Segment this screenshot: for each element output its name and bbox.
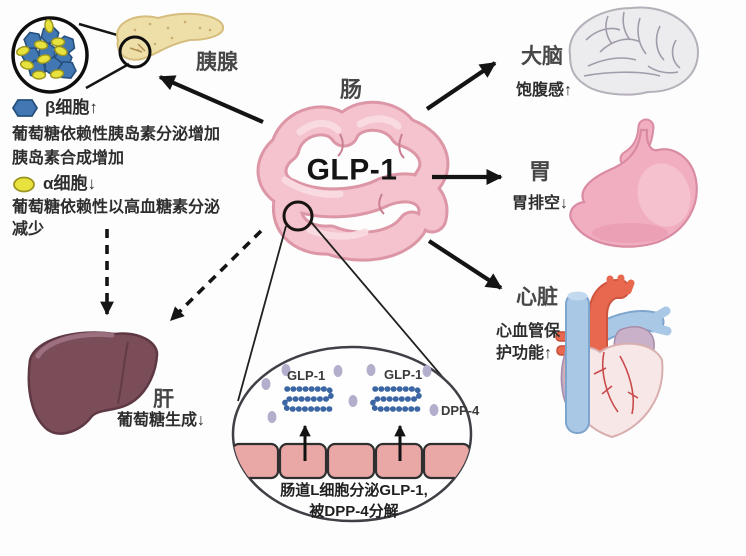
heart-effect-line2: 护功能↑ <box>496 345 553 362</box>
brain-illustration <box>568 6 700 96</box>
lcell-inset-illustration <box>231 345 473 523</box>
glp1-peptide-chain-left <box>282 386 334 412</box>
effect-arrows <box>100 61 503 322</box>
pancreas-illustration <box>116 12 225 69</box>
islet-cell-cluster-illustration <box>11 16 132 94</box>
brain-sulci <box>583 11 681 77</box>
dpp4-enzyme-dots <box>261 364 439 423</box>
arrow-to-pancreas <box>158 75 264 124</box>
heart-illustration <box>555 274 672 439</box>
arrow-to-heart <box>427 239 503 290</box>
intestine-label: 肠 <box>340 77 363 102</box>
alpha-cell-icon <box>13 176 35 193</box>
inset-caption-line2: 被DPP-4分解 <box>309 503 399 520</box>
alpha-cells-icons <box>16 18 68 80</box>
coronary-vessels <box>593 351 639 415</box>
liver-illustration <box>27 331 159 435</box>
alpha-cell-legend: α细胞↓ <box>12 174 96 194</box>
beta-cell-label: β细胞↑ <box>45 98 98 117</box>
pancreas-label: 胰腺 <box>196 51 238 74</box>
liver-label: 肝 <box>153 388 174 411</box>
beta-cell-legend: β细胞↑ <box>12 98 98 118</box>
beta-effect-line1: 葡萄糖依赖性胰岛素分泌增加 <box>12 126 221 143</box>
glp1-peptide-chain-right <box>370 386 422 412</box>
stomach-illustration <box>569 118 698 248</box>
magnifier-cone <box>237 200 452 402</box>
inset-glp1-label-right: GLP-1 <box>384 367 423 382</box>
alpha-effect-line1: 葡萄糖依赖性以高血糖素分泌 <box>12 199 221 216</box>
beta-cell-icon <box>12 99 38 118</box>
dashed-arrow-to-liver-diagonal <box>169 229 263 322</box>
glp1-hormone-label: GLP-1 <box>306 153 398 187</box>
brain-label: 大脑 <box>521 45 563 68</box>
inset-caption-line1: 肠道L细胞分泌GLP-1, <box>280 482 428 499</box>
stomach-effect: 胃排空↓ <box>512 195 569 212</box>
heart-effect-line1: 心血管保 <box>496 323 561 340</box>
inset-glp1-label-left: GLP-1 <box>287 368 326 383</box>
inset-dpp4-label: DPP-4 <box>441 403 480 418</box>
brain-effect: 饱腹感↑ <box>516 82 573 99</box>
heart-label: 心脏 <box>516 286 558 309</box>
alpha-effect-line2: 减少 <box>12 221 45 238</box>
beta-effect-line2: 胰岛素合成增加 <box>12 150 125 167</box>
alpha-cell-label: α细胞↓ <box>43 174 96 193</box>
arrow-to-brain <box>425 61 497 111</box>
liver-effect: 葡萄糖生成↓ <box>117 412 206 429</box>
stomach-label: 胃 <box>529 159 552 184</box>
intestine-illustration <box>256 100 450 262</box>
lcell-row <box>233 442 471 480</box>
